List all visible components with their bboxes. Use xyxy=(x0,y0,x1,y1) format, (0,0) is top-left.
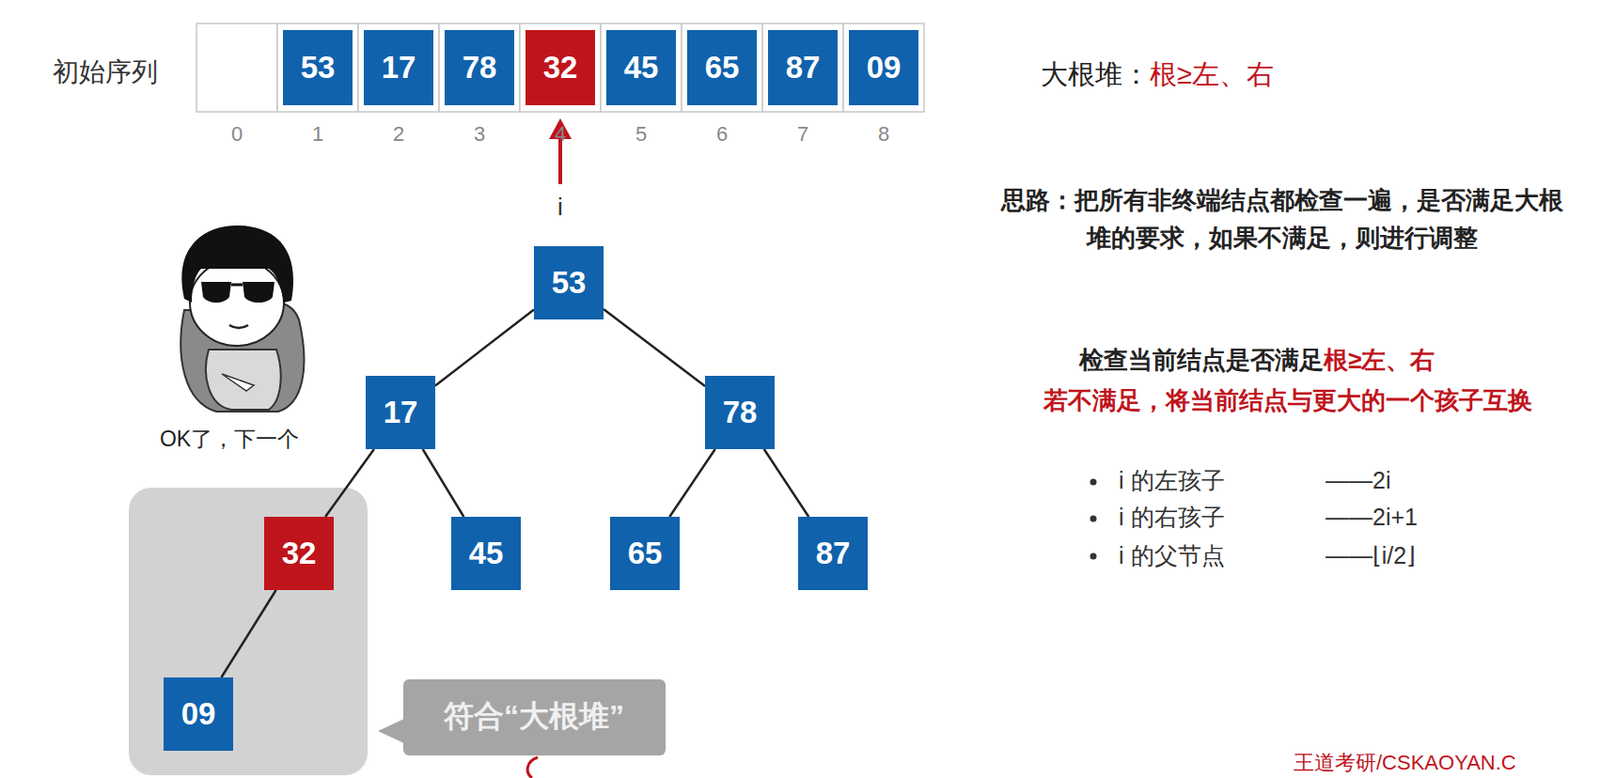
sunglasses xyxy=(242,282,275,303)
hand xyxy=(221,374,254,392)
index-number: 3 xyxy=(473,121,486,148)
heap-def: 大根堆： xyxy=(1040,57,1150,92)
tree-node: 09 xyxy=(163,677,234,752)
node-text: 09 xyxy=(866,49,902,86)
pointer-label: i xyxy=(557,191,564,223)
node-text: 78 xyxy=(462,49,498,86)
array-cell xyxy=(762,23,844,112)
index-number: 7 xyxy=(797,121,809,148)
tree-node: 53 xyxy=(533,246,604,320)
array-cell-box: 32 xyxy=(525,30,596,106)
formula-name: i 的右孩子 xyxy=(1118,502,1225,533)
array-cell xyxy=(519,23,601,112)
swap-rule: 若不满足，将当前结点与更大的一个孩子互换 xyxy=(1043,385,1533,417)
index-number: 4 xyxy=(554,121,566,148)
tree-edge xyxy=(603,309,706,387)
index-number: 8 xyxy=(878,121,890,148)
node-text: 65 xyxy=(705,49,740,86)
tree-node: 87 xyxy=(798,517,868,591)
sunglasses xyxy=(201,282,232,303)
array-cell xyxy=(439,23,520,112)
array-cell-box: 87 xyxy=(768,30,838,106)
face xyxy=(189,259,284,346)
highlight-region xyxy=(128,487,368,776)
heap-rule: 根≥左、右 xyxy=(1149,57,1274,92)
formula: ——⌊i/2⌋ xyxy=(1325,541,1416,571)
tree-node: 45 xyxy=(451,517,521,591)
node-text: 32 xyxy=(543,49,579,86)
bullet-dot xyxy=(1090,553,1098,561)
array-cell xyxy=(843,23,925,112)
array-cell-box: 09 xyxy=(848,30,919,106)
mouth xyxy=(229,325,249,329)
index-number: 0 xyxy=(231,121,243,148)
tree-edge xyxy=(423,449,465,518)
tree-edge xyxy=(764,449,810,518)
callout-bubble: 符合“大根堆” xyxy=(403,679,666,756)
formula: ——2i xyxy=(1325,466,1391,496)
index-number: 6 xyxy=(716,121,728,148)
node-text: 87 xyxy=(815,535,851,572)
node-text: 53 xyxy=(300,49,336,86)
check-note: 检查当前结点是否满足 xyxy=(1079,345,1324,377)
array-cell xyxy=(358,23,440,112)
tree-node: 78 xyxy=(705,376,775,450)
tree-node: 32 xyxy=(264,517,334,591)
row-title: 初始序列 xyxy=(52,55,158,89)
tree-edge xyxy=(220,590,276,678)
array-cell xyxy=(196,23,278,112)
node-text: 65 xyxy=(627,535,663,572)
pen-mark xyxy=(527,757,538,778)
node-text: 32 xyxy=(282,535,317,572)
formula-name: i 的父节点 xyxy=(1118,541,1225,571)
node-text: 45 xyxy=(624,49,659,86)
watermark: 王道考研/CSKAOYAN.C xyxy=(1293,750,1517,777)
speech-text: OK了，下一个 xyxy=(159,425,299,454)
node-text: 17 xyxy=(381,49,417,86)
tree-node: 17 xyxy=(365,376,436,450)
index-number: 1 xyxy=(312,121,324,148)
index-number: 5 xyxy=(635,121,647,148)
node-text: 符合“大根堆” xyxy=(443,696,625,738)
array-cell-box: 65 xyxy=(687,30,757,106)
sunglasses-bridge xyxy=(231,283,243,287)
tree-edge xyxy=(325,449,375,518)
bullet-dot xyxy=(1090,479,1098,487)
cartoon-character xyxy=(180,225,304,412)
array-cell xyxy=(277,23,359,112)
index-number: 2 xyxy=(392,121,405,148)
array-cell-box: 45 xyxy=(606,30,676,106)
formula: ——2i+1 xyxy=(1325,502,1418,533)
node-text: 53 xyxy=(551,265,587,301)
node-text: 09 xyxy=(181,696,217,733)
node-text: 87 xyxy=(785,49,821,86)
array-cell xyxy=(681,23,763,112)
array-strip xyxy=(196,23,925,112)
bullet-dot xyxy=(1090,516,1098,523)
node-text: 45 xyxy=(469,535,504,572)
body xyxy=(205,349,282,410)
hair xyxy=(181,225,294,303)
tree-edge xyxy=(435,310,534,387)
idea-note: 思路：把所有非终端结点都检查一遍，是否满足大根堆的要求，如果不满足，则进行调整 xyxy=(1000,181,1565,258)
tree-edge xyxy=(669,449,715,518)
array-cell-box: 78 xyxy=(444,30,515,106)
array-cell xyxy=(600,23,682,112)
array-cell-box: 17 xyxy=(363,30,434,106)
node-text: 17 xyxy=(383,394,419,431)
formula-name: i 的左孩子 xyxy=(1118,466,1225,496)
check-rule: 根≥左、右 xyxy=(1323,345,1435,377)
callout-pointer xyxy=(377,718,407,745)
tree-node: 65 xyxy=(610,517,680,591)
node-text: 78 xyxy=(722,394,758,431)
array-cell-box: 53 xyxy=(282,30,353,106)
